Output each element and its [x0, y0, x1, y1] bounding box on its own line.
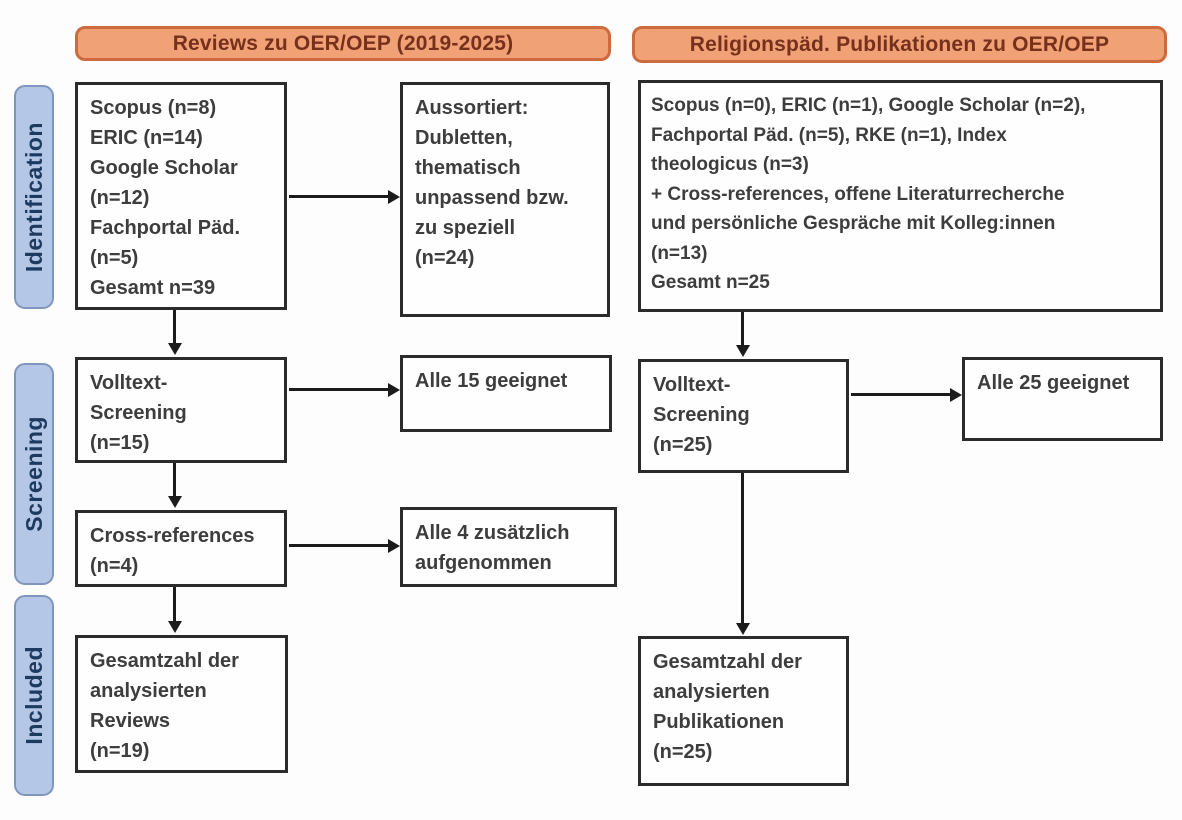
arrow-left-sources-to-excluded: [289, 195, 389, 198]
arrow-right-sources-to-fulltext: [741, 312, 744, 346]
box-left-included-total: Gesamtzahl der analysierten Reviews (n=1…: [75, 635, 288, 773]
box-left-fulltext-screening: Volltext- Screening (n=15): [75, 357, 287, 463]
arrow-left-crossreferences-to-result: [289, 544, 389, 547]
box-left-sources: Scopus (n=8) ERIC (n=14) Google Scholar …: [75, 82, 287, 310]
column-header-religionspaed-label: Religionspäd. Publikationen zu OER/OEP: [689, 32, 1110, 56]
arrow-left-fulltext-to-result: [289, 388, 389, 391]
column-header-reviews-label: Reviews zu OER/OEP (2019-2025): [172, 31, 514, 55]
arrow-right-fulltext-to-result: [851, 393, 951, 396]
box-left-fulltext-result: Alle 15 geeignet: [400, 355, 612, 432]
box-left-crossreferences-result: Alle 4 zusätzlich aufgenommen: [400, 507, 617, 587]
stage-label-included: Included: [20, 646, 47, 745]
stage-bar-screening: Screening: [14, 363, 54, 585]
arrow-left-crossreferences-to-included: [173, 587, 176, 622]
arrow-left-fulltext-to-crossreferences: [173, 463, 176, 497]
box-right-fulltext-screening: Volltext- Screening (n=25): [638, 359, 849, 473]
stage-bar-identification: Identification: [14, 85, 54, 309]
box-right-included-total: Gesamtzahl der analysierten Publikatione…: [638, 636, 849, 786]
arrow-left-sources-to-fulltext: [173, 310, 176, 344]
box-right-fulltext-result: Alle 25 geeignet: [962, 357, 1163, 441]
column-header-religionspaed: Religionspäd. Publikationen zu OER/OEP: [632, 26, 1167, 63]
box-right-sources: Scopus (n=0), ERIC (n=1), Google Scholar…: [638, 80, 1163, 312]
stage-label-identification: Identification: [20, 121, 47, 273]
stage-bar-included: Included: [14, 595, 54, 796]
stage-label-screening: Screening: [20, 416, 47, 532]
box-left-excluded: Aussortiert: Dubletten, thematisch unpas…: [400, 82, 610, 317]
arrow-right-fulltext-to-included: [741, 473, 744, 624]
column-header-reviews: Reviews zu OER/OEP (2019-2025): [75, 26, 611, 61]
box-left-crossreferences: Cross-references (n=4): [75, 510, 287, 587]
